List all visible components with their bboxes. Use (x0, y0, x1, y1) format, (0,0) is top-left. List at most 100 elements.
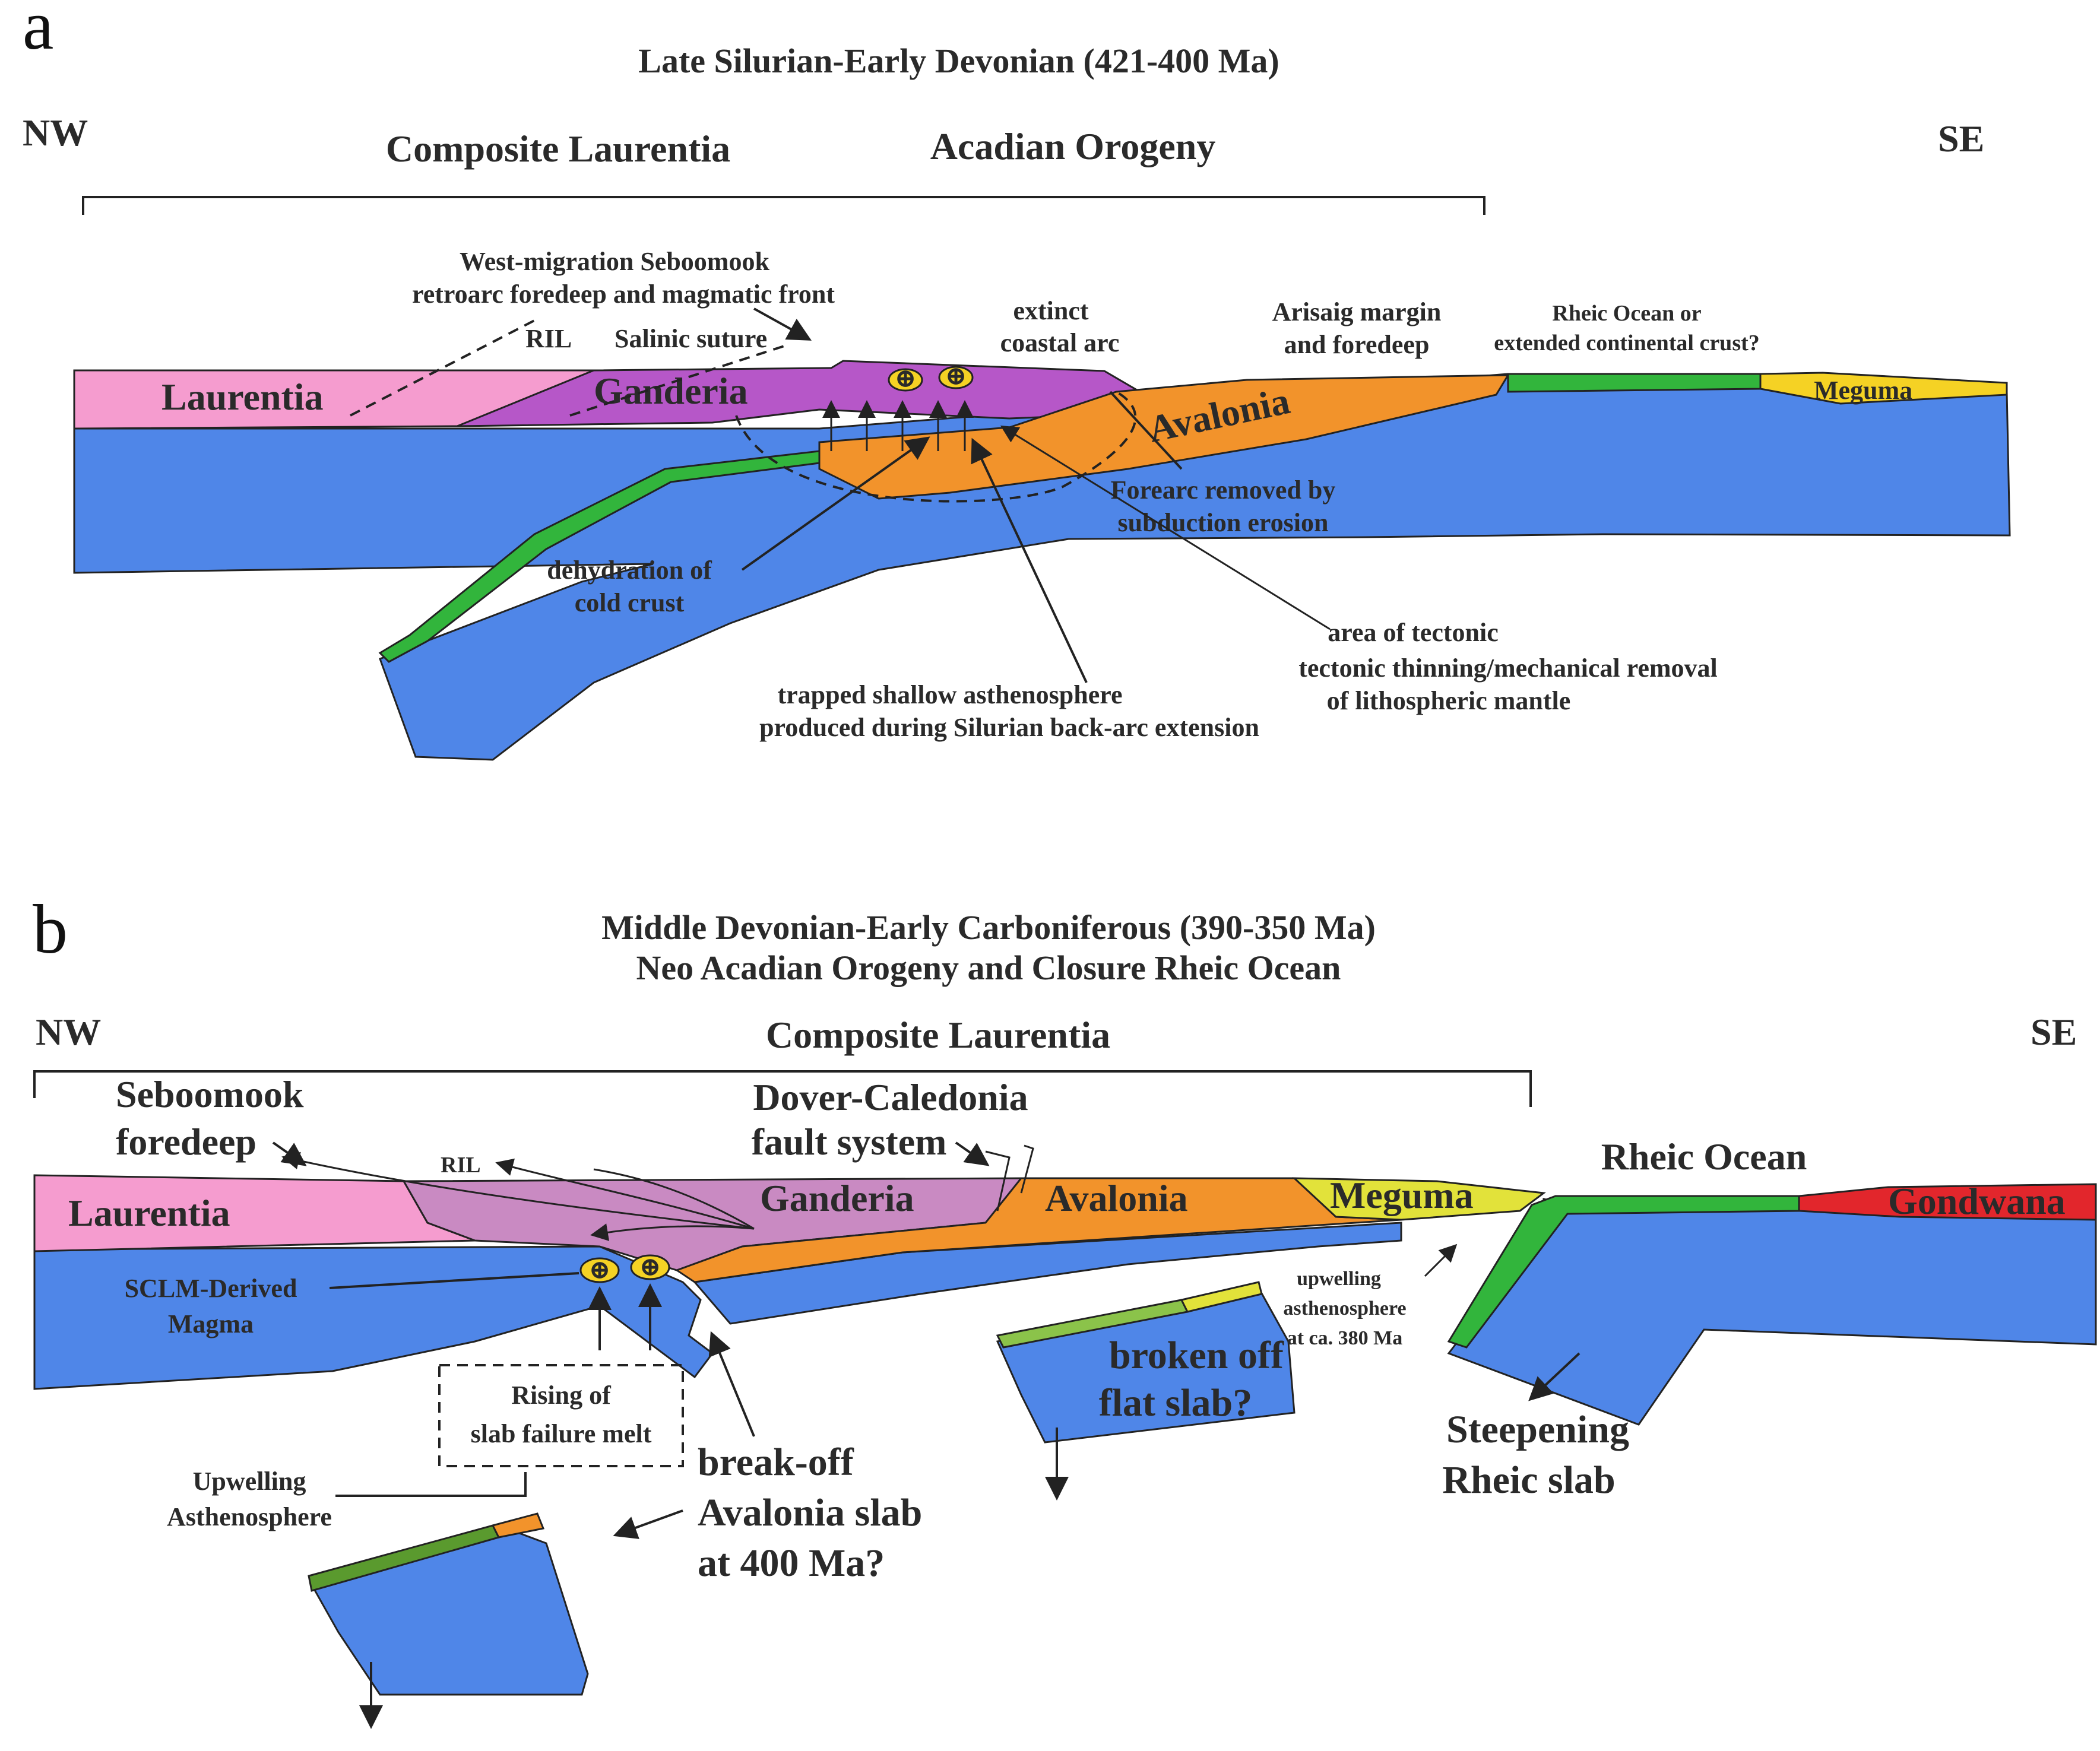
panel-b-broken-slab-top-yellow (1180, 1281, 1263, 1313)
panel-b-ganderia-label: Ganderia (760, 1177, 914, 1219)
panel-b-nw: NW (36, 1011, 101, 1053)
panel-a-bracket (82, 196, 1485, 215)
panel-a-trapped-arrow (971, 437, 1088, 683)
panel-b-gondwana-block (1798, 1183, 2097, 1221)
panel-a-west-migration-arrow (753, 307, 812, 341)
panel-b-rheic-slab-green (1447, 1195, 1800, 1349)
panel-a-rheic-2: extended continental crust? (1494, 331, 1760, 356)
panel-b-deep-slab-orange (491, 1512, 545, 1539)
panel-a-salinic-dashed (569, 343, 790, 417)
panel-a-melt-paths (822, 400, 974, 451)
panel-a-se: SE (1938, 118, 1984, 160)
panel-b-dover-2: fault system (752, 1121, 947, 1163)
panel-b-broken-1: broken off (1109, 1334, 1284, 1377)
panel-b-pluton-1 (579, 1257, 620, 1283)
panel-a-forearc-2: subduction erosion (1118, 508, 1329, 537)
panel-a-trapped-1: trapped shallow asthenosphere (777, 680, 1122, 709)
panel-a-asthenosphere-dashed (735, 391, 1137, 503)
panel-a: a Late Silurian-Early Devonian (421-400 … (23, 0, 2011, 761)
panel-b-letter: b (33, 890, 68, 968)
panel-a-tectonic-arrow (1000, 425, 1331, 630)
panel-b-se: SE (2031, 1011, 2077, 1053)
panel-b-broken-2: flat slab? (1099, 1381, 1253, 1425)
panel-b-rheic-ocean-label: Rheic Ocean (1601, 1135, 1807, 1178)
panel-b-laurentia-label: Laurentia (68, 1192, 230, 1234)
panel-a-extinct-1: extinct (1013, 296, 1088, 325)
panel-b-sclm-leader (329, 1272, 579, 1289)
panel-b-upwelling-leader (335, 1472, 527, 1497)
panel-b-gondwana-label: Gondwana (1888, 1180, 2066, 1222)
panel-a-arisaig-1: Arisaig margin (1272, 297, 1442, 326)
panel-b-seboomook-1: Seboomook (116, 1073, 304, 1115)
panel-b-upwelling-1: Upwelling (193, 1467, 306, 1496)
panel-a-forearc-1: Forearc removed by (1111, 475, 1336, 505)
panel-a-ganderia-label: Ganderia (594, 370, 748, 412)
panel-a-west-migration-2: retroarc foredeep and magmatic front (412, 280, 835, 309)
panel-b-breakoff-2: Avalonia slab (698, 1491, 922, 1534)
panel-b-upw380-2: asthenosphere (1283, 1298, 1406, 1319)
panel-b-mantle-east-of-break (693, 1222, 1402, 1325)
panel-a-tectonic-3: of lithospheric mantle (1327, 686, 1571, 715)
panel-b-title-2: Neo Acadian Orogeny and Closure Rheic Oc… (636, 949, 1341, 987)
panel-a-dehydration-2: cold crust (575, 588, 685, 617)
panel-b-breakoff-1: break-off (698, 1441, 854, 1484)
panel-a-pluton-1 (888, 368, 923, 392)
panel-b-meguma-label: Meguma (1330, 1174, 1474, 1216)
panel-a-nw: NW (23, 112, 88, 154)
panel-b-ril-label: RIL (441, 1153, 481, 1178)
panel-b-dover-arrow (955, 1141, 990, 1166)
panel-b-sclm-2: Magma (168, 1309, 254, 1338)
panel-b-meguma-block (1292, 1177, 1546, 1221)
panel-b-thrusts (281, 1144, 1034, 1241)
panel-b-rising-1: Rising of (511, 1381, 612, 1410)
panel-a-tectonic-2: tectonic thinning/mechanical removal (1298, 654, 1718, 683)
panel-a-arisaig-2: and foredeep (1284, 330, 1430, 359)
panel-a-ril-label: RIL (525, 324, 572, 353)
panel-b: b Middle Devonian-Early Carboniferous (3… (33, 890, 2097, 1729)
panel-a-pluton-2 (938, 366, 974, 389)
panel-b-breakoff-arrow-1 (708, 1331, 755, 1437)
panel-a-laurentia-label: Laurentia (161, 376, 324, 418)
panel-b-breakoff-3: at 400 Ma? (698, 1541, 885, 1585)
panel-a-composite-laurentia: Composite Laurentia (386, 128, 730, 170)
panel-b-title-1: Middle Devonian-Early Carboniferous (390… (601, 908, 1376, 947)
panel-b-seboomook-2: foredeep (116, 1121, 256, 1163)
panel-a-pluton-2-plus: ⊕ (945, 361, 967, 391)
panel-a-extinct-2: coastal arc (1000, 328, 1120, 357)
panel-a-west-migration-1: West-migration Seboomook (460, 247, 769, 276)
panel-b-pluton-2 (630, 1254, 670, 1280)
panel-a-rheic-strip (1507, 373, 1762, 393)
panel-a-meguma-label: Meguma (1814, 376, 1912, 405)
panel-b-pluton-1-plus: ⊕ (589, 1255, 611, 1284)
panel-b-upw380-arrow (1424, 1244, 1458, 1277)
panel-b-steep-2: Rheic slab (1442, 1458, 1616, 1502)
panel-b-dover-1: Dover-Caledonia (753, 1076, 1028, 1118)
panel-b-sclm-1: SCLM-Derived (125, 1274, 297, 1303)
panel-b-composite-laurentia: Composite Laurentia (766, 1014, 1110, 1056)
panel-a-forearc-leader (1109, 391, 1183, 470)
panel-a-dehydration-arrow (741, 436, 930, 571)
panel-b-breakoff-arrow-2 (613, 1509, 683, 1539)
panel-b-rheic-slab-arrow (1528, 1352, 1580, 1401)
panel-b-mantle-west (33, 1245, 714, 1390)
panel-b-avalonia-label: Avalonia (1045, 1177, 1188, 1219)
panel-b-seboomook-arrow (272, 1141, 307, 1166)
panel-b-bracket (33, 1070, 1532, 1107)
panel-a-pluton-1-plus: ⊕ (895, 364, 917, 393)
panel-b-rising-box (438, 1364, 684, 1467)
panel-a-trapped-2: produced during Silurian back-arc extens… (759, 713, 1259, 742)
panel-a-dehydration-1: dehydration of (547, 556, 712, 585)
panel-b-upw380-3: at ca. 380 Ma (1287, 1327, 1403, 1349)
panel-b-steep-1: Steepening (1446, 1408, 1629, 1451)
panel-a-rheic-1: Rheic Ocean or (1552, 301, 1701, 326)
panel-a-acadian-orogeny: Acadian Orogeny (930, 125, 1216, 167)
panel-a-title: Late Silurian-Early Devonian (421-400 Ma… (638, 42, 1279, 80)
panel-a-meguma-block (1759, 372, 2008, 405)
panel-b-upwelling-2: Asthenosphere (167, 1502, 332, 1531)
panel-b-pluton-2-plus: ⊕ (639, 1252, 661, 1281)
panel-a-tectonic-1: area of tectonic (1328, 618, 1499, 647)
panel-a-salinic-label: Salinic suture (615, 324, 767, 353)
panel-a-letter: a (23, 0, 53, 64)
